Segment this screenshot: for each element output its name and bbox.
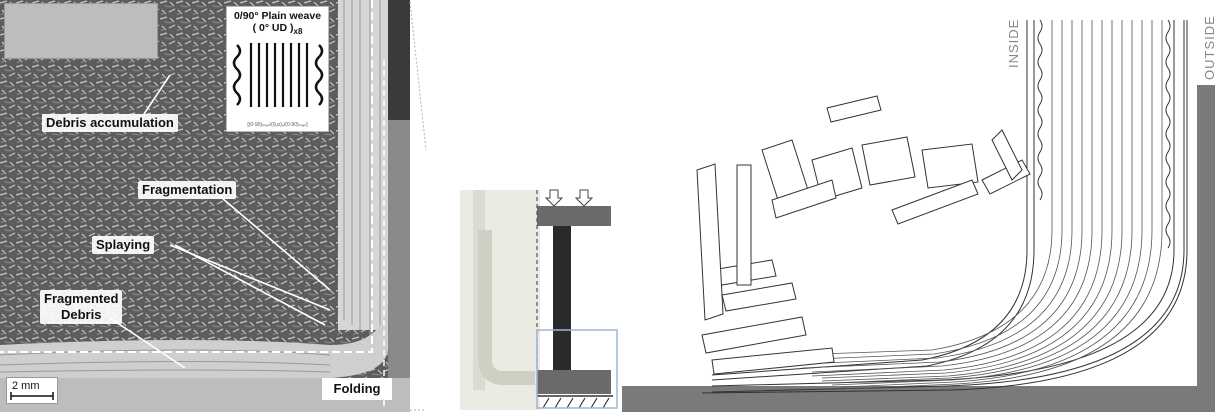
- crush-sketch: INSIDE OUTSIDE: [622, 0, 1231, 412]
- micrograph-texture: [0, 0, 410, 412]
- micrograph-panel: 0/90° Plain weave ( 0° UD )x8 [(0-90)ₚₗₐ…: [0, 0, 410, 412]
- outside-label: OUTSIDE: [1202, 15, 1217, 80]
- label-splaying: Splaying: [92, 236, 154, 254]
- layup-sequence: [(0-90)ₚₗₐᵢₙ/(0ᵤᴅ)₈/(0-90)ₚₗₐᵢₙ]: [227, 122, 328, 128]
- layup-inset: 0/90° Plain weave ( 0° UD )x8 [(0-90)ₚₗₐ…: [226, 6, 329, 132]
- layup-drawing: [227, 7, 330, 133]
- tube-schematic: [415, 0, 620, 412]
- scale-bar-label: 2 mm: [12, 380, 40, 392]
- label-fragmentation: Fragmentation: [138, 181, 236, 199]
- micrograph-inset: [4, 3, 158, 59]
- label-folding: Folding: [322, 378, 392, 400]
- schematic-drawing: [415, 0, 620, 412]
- label-debris-accumulation: Debris accumulation: [42, 114, 178, 132]
- inside-label: INSIDE: [1006, 19, 1021, 68]
- sketch-drawing: [622, 0, 1231, 412]
